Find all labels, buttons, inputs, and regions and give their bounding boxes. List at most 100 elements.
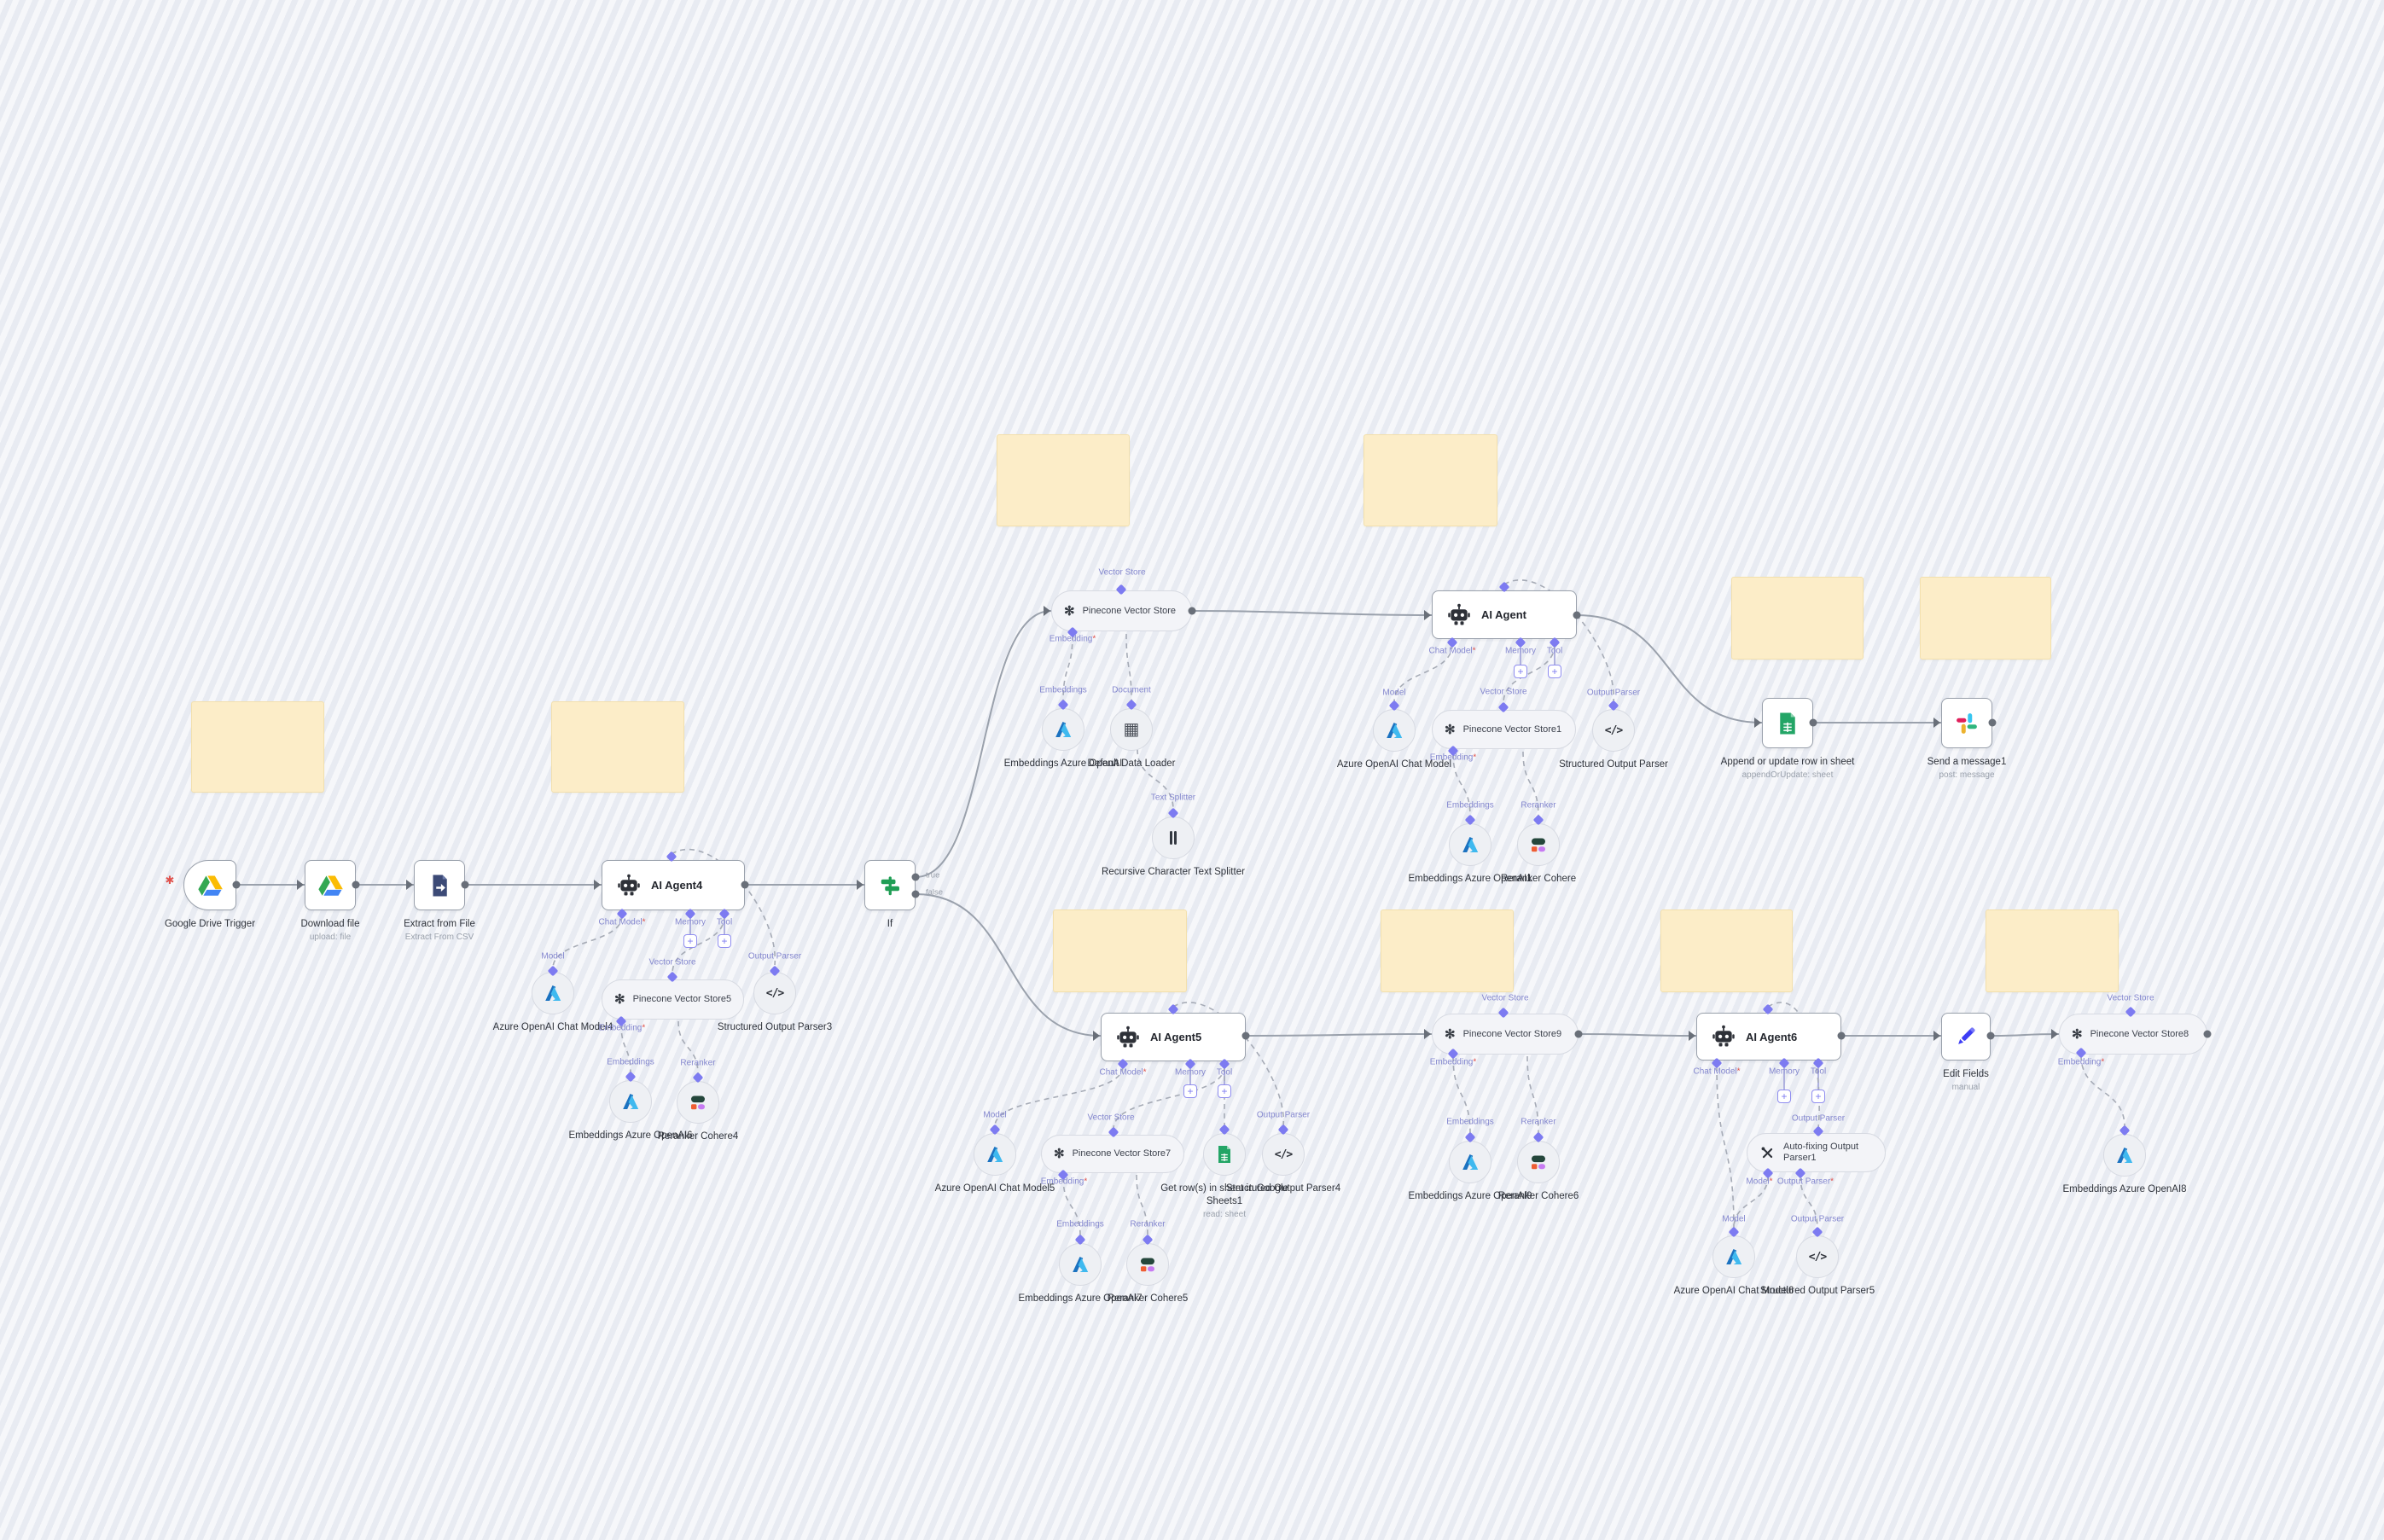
sticky-note[interactable] xyxy=(1053,909,1187,992)
input-arrow[interactable] xyxy=(2051,1029,2058,1039)
required-asterisk: * xyxy=(1769,1177,1773,1187)
reranker-cohere5[interactable] xyxy=(1126,1243,1169,1286)
sticky-note[interactable] xyxy=(1986,909,2119,992)
append-or-update-row-in-sheet[interactable] xyxy=(1762,698,1813,748)
plus-icon[interactable]: + xyxy=(1183,1084,1197,1098)
output-handle[interactable] xyxy=(1988,718,1997,727)
embeddings-azure-openai8[interactable] xyxy=(2103,1134,2146,1177)
default-data-loader[interactable]: ▦ xyxy=(1110,708,1153,751)
structured-output-parser5[interactable]: </> xyxy=(1796,1235,1839,1278)
get-rows-in-sheet[interactable] xyxy=(1203,1133,1246,1176)
embeddings-azure-openai1[interactable] xyxy=(1449,823,1491,866)
input-arrow[interactable] xyxy=(1933,1031,1940,1041)
sticky-note[interactable] xyxy=(1920,577,2051,660)
port-label-text: Vector Store xyxy=(648,957,696,968)
auto-fixing-output-parser1[interactable]: Auto-fixing Output Parser1 xyxy=(1747,1133,1886,1172)
sticky-note[interactable] xyxy=(1660,909,1793,992)
ai-agent6[interactable]: AI Agent6 xyxy=(1696,1013,1841,1061)
output-handle[interactable] xyxy=(352,880,360,889)
plus-icon[interactable]: + xyxy=(1777,1090,1791,1103)
port-label-text: Output Parser xyxy=(1776,1177,1831,1187)
structured-output-parser3[interactable]: </> xyxy=(753,972,796,1014)
output-handle[interactable] xyxy=(1986,1032,1995,1040)
embeddings-azure-openai7[interactable] xyxy=(1059,1243,1102,1286)
output-handle[interactable] xyxy=(1837,1032,1846,1040)
input-arrow[interactable] xyxy=(1424,610,1431,620)
connection-line xyxy=(1990,1033,2060,1037)
sticky-note[interactable] xyxy=(1731,577,1864,660)
plus-icon[interactable]: + xyxy=(718,934,731,948)
azure-openai-chat-model4[interactable] xyxy=(532,972,574,1014)
azure-openai-chat-model5[interactable] xyxy=(974,1133,1016,1176)
embeddings-azure-openai6[interactable] xyxy=(609,1080,652,1123)
structured-output-parser4[interactable]: </> xyxy=(1262,1133,1305,1176)
reranker-cohere4[interactable] xyxy=(677,1081,719,1124)
port-label-text: Embeddings xyxy=(1446,1117,1494,1127)
azure-openai-chat-model6[interactable] xyxy=(1712,1235,1755,1278)
connection-line xyxy=(1576,614,1763,724)
input-arrow[interactable] xyxy=(594,880,601,890)
input-arrow[interactable] xyxy=(1933,718,1940,728)
input-arrow[interactable] xyxy=(406,880,413,890)
input-arrow[interactable] xyxy=(1689,1031,1695,1041)
filter-icon xyxy=(877,873,903,898)
sticky-note[interactable] xyxy=(191,701,324,793)
output-handle[interactable] xyxy=(741,880,749,889)
port-label: Tool xyxy=(717,918,732,927)
google-drive-trigger[interactable] xyxy=(183,860,236,910)
pinecone-vector-store7[interactable]: ✻Pinecone Vector Store7 xyxy=(1041,1135,1184,1173)
if[interactable] xyxy=(864,860,916,910)
send-a-message1[interactable] xyxy=(1941,698,1992,748)
ai-agent5[interactable]: AI Agent5 xyxy=(1101,1013,1246,1061)
plus-icon[interactable]: + xyxy=(1514,665,1527,678)
output-handle[interactable] xyxy=(911,890,920,898)
pinecone-vector-store[interactable]: ✻Pinecone Vector Store xyxy=(1051,590,1192,631)
sticky-note[interactable] xyxy=(551,701,684,793)
output-handle[interactable] xyxy=(461,880,469,889)
input-arrow[interactable] xyxy=(1424,1029,1431,1039)
ai-agent4[interactable]: AI Agent4 xyxy=(602,860,745,910)
input-arrow[interactable] xyxy=(1754,718,1761,728)
azure-openai-chat-model[interactable] xyxy=(1373,709,1416,752)
robot-icon xyxy=(1115,1025,1141,1050)
plus-icon[interactable]: + xyxy=(1218,1084,1231,1098)
download-file[interactable] xyxy=(305,860,356,910)
plus-icon[interactable]: + xyxy=(683,934,697,948)
ai-agent[interactable]: AI Agent xyxy=(1432,590,1577,639)
pinecone-vector-store7-title: Pinecone Vector Store7 xyxy=(1072,1148,1172,1159)
output-handle[interactable] xyxy=(911,873,920,881)
edit-fields-name-text: Edit Fields xyxy=(1943,1069,1989,1079)
plus-icon[interactable]: + xyxy=(1548,665,1561,678)
embeddings-azure-openai[interactable] xyxy=(1042,708,1084,751)
structured-output-parser5-label: Structured Output Parser5 xyxy=(1742,1285,1893,1298)
sticky-note[interactable] xyxy=(997,434,1130,526)
edit-fields[interactable] xyxy=(1941,1013,1991,1061)
output-handle[interactable] xyxy=(1241,1032,1250,1040)
embeddings-azure-openai9[interactable] xyxy=(1449,1141,1491,1183)
recursive-character-text-splitter[interactable] xyxy=(1152,816,1195,859)
input-arrow[interactable] xyxy=(1044,606,1050,616)
extract-from-file[interactable] xyxy=(414,860,465,910)
input-arrow[interactable] xyxy=(857,880,863,890)
reranker-cohere[interactable] xyxy=(1517,823,1560,866)
plus-icon[interactable]: + xyxy=(1811,1090,1825,1103)
output-handle[interactable] xyxy=(232,880,241,889)
sticky-note[interactable] xyxy=(1364,434,1497,526)
input-arrow[interactable] xyxy=(297,880,304,890)
output-handle[interactable] xyxy=(1188,607,1196,615)
output-handle[interactable] xyxy=(1809,718,1817,727)
pinecone-vector-store1[interactable]: ✻Pinecone Vector Store1 xyxy=(1432,710,1576,749)
reranker-cohere6[interactable] xyxy=(1517,1141,1560,1183)
pinecone-vector-store8[interactable]: ✻Pinecone Vector Store8 xyxy=(2059,1014,2207,1055)
port-label-text: Embedding xyxy=(1429,753,1474,763)
sticky-note[interactable] xyxy=(1381,909,1514,992)
input-arrow[interactable] xyxy=(1093,1031,1100,1041)
pinecone-vector-store5[interactable]: ✻Pinecone Vector Store5 xyxy=(602,979,744,1020)
structured-output-parser[interactable]: </> xyxy=(1592,709,1635,752)
output-handle[interactable] xyxy=(2203,1030,2212,1038)
code-icon: </> xyxy=(765,986,785,1000)
output-handle[interactable] xyxy=(1573,611,1581,619)
output-handle[interactable] xyxy=(1574,1030,1583,1038)
